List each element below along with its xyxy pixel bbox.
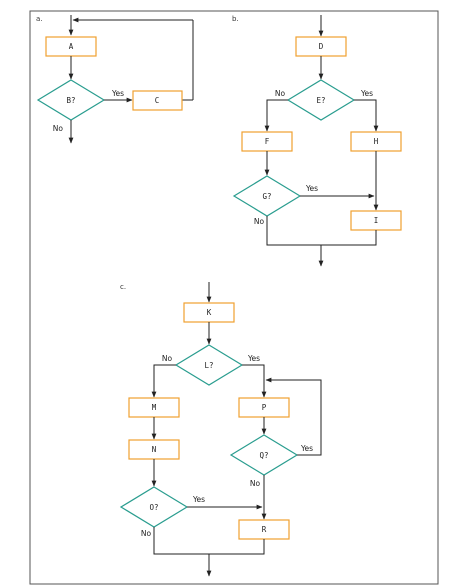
node-m-label: M	[152, 403, 157, 412]
edge-label-o-no: No	[141, 529, 152, 538]
node-o-label: O?	[149, 503, 158, 512]
node-p-label: P	[262, 403, 267, 412]
node-a-label: A	[69, 42, 74, 51]
edge-label-e-yes: Yes	[360, 89, 373, 98]
node-q-label: Q?	[259, 451, 268, 460]
node-e-diamond	[286, 79, 356, 121]
edge-l-yes-to-p	[242, 364, 267, 398]
panel-a: A B? Yes C No	[36, 15, 194, 144]
edge-label-b-yes: Yes	[111, 89, 124, 98]
edge-label-l-yes: Yes	[247, 354, 260, 363]
edge-e-no-to-f	[264, 99, 288, 132]
node-g-label: G?	[262, 192, 271, 201]
node-c-box	[132, 90, 183, 111]
figure-frame	[29, 10, 439, 585]
node-l-diamond	[174, 344, 244, 386]
edge-label-q-yes: Yes	[300, 444, 313, 453]
node-n-label: N	[152, 445, 157, 454]
edge-label-l-no: No	[162, 354, 173, 363]
node-i-label: I	[374, 216, 379, 225]
node-k-label: K	[207, 308, 212, 317]
node-e-label: E?	[316, 96, 325, 105]
node-b-label: B?	[66, 96, 75, 105]
panel-c: K L? No Yes M N O? P Q? Yes No Yes R No	[119, 282, 322, 577]
panel-label-b: b.	[232, 15, 239, 23]
edge-l-no-to-m	[151, 364, 176, 398]
node-c-label: C	[155, 96, 160, 105]
panel-label-a: a.	[36, 15, 43, 23]
edge-label-o-yes: Yes	[192, 495, 205, 504]
node-d-label: D	[319, 42, 324, 51]
node-l-label: L?	[204, 361, 213, 370]
panel-label-c: c.	[120, 283, 126, 291]
node-f-label: F	[265, 137, 270, 146]
edge-label-g-no: No	[254, 217, 265, 226]
node-h-label: H	[374, 137, 379, 146]
edge-e-yes-to-h	[354, 99, 379, 132]
edge-label-g-yes: Yes	[305, 184, 318, 193]
edge-q-yes-loop-to-p	[265, 377, 322, 456]
edge-label-b-no: No	[53, 124, 64, 133]
panel-b: D E? No Yes F H G? Yes I No	[232, 15, 402, 267]
edge-label-e-no: No	[275, 89, 286, 98]
node-r-label: R	[262, 525, 267, 534]
edge-label-q-no: No	[250, 479, 261, 488]
